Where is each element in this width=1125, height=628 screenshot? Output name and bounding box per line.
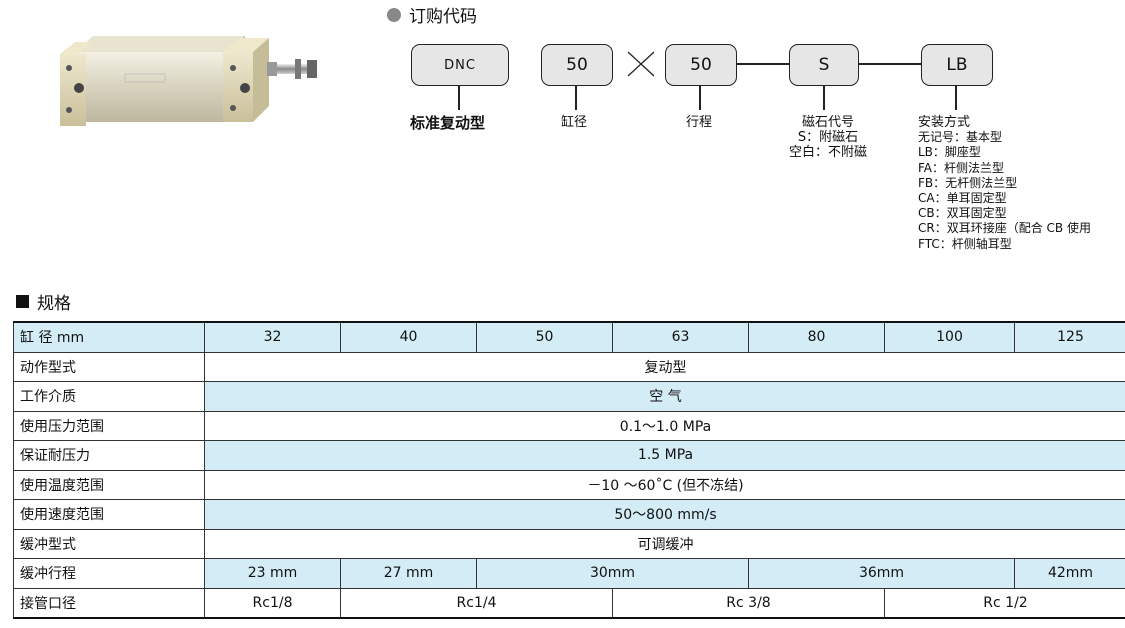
mount-option: CR：双耳环接座（配合 CB 使用 xyxy=(918,221,1091,236)
mount-option: FB：无杆侧法兰型 xyxy=(918,175,1018,190)
square-bullet-icon xyxy=(16,295,29,308)
port-cell: Rc 3/8 xyxy=(612,587,885,619)
cushion-stroke-cell: 36mm xyxy=(748,558,1015,588)
magnet-pointer xyxy=(823,86,825,110)
cushion-stroke-cell: 30mm xyxy=(476,558,749,588)
row-value: 复动型 xyxy=(204,351,1125,382)
row-value: －10 ～60˚C (但不冻结) xyxy=(204,469,1125,500)
table-row-proof: 保证耐压力 1.5 MPa xyxy=(13,440,1125,470)
stroke-label: 行程 xyxy=(686,115,713,130)
mount-option: CB：双耳固定型 xyxy=(918,206,1007,221)
cushion-stroke-cell: 23 mm xyxy=(204,558,341,588)
mount-option: LB：脚座型 xyxy=(918,145,981,160)
table-row-port: 接管口径 Rc1/8 Rc1/4 Rc 3/8 Rc 1/2 xyxy=(13,587,1125,619)
stroke-code-box: 50 xyxy=(665,44,737,86)
bore-cell: 63 xyxy=(612,321,749,352)
row-label: 缓冲行程 xyxy=(13,558,205,588)
mount-code-box: LB xyxy=(921,44,993,86)
cushion-stroke-cell: 42mm xyxy=(1014,558,1125,588)
bore-cell: 100 xyxy=(884,321,1015,352)
table-row-medium: 工作介质 空 气 xyxy=(13,381,1125,411)
mount-option: 无记号：基本型 xyxy=(918,130,1003,145)
spec-table: 缸 径 mm 32 40 50 63 80 100 125 动作型式 复动型 工… xyxy=(13,321,1125,619)
row-label: 缓冲型式 xyxy=(13,528,205,559)
dash-separator-1 xyxy=(736,63,789,65)
row-label: 保证耐压力 xyxy=(13,440,205,470)
table-row-bore: 缸 径 mm 32 40 50 63 80 100 125 xyxy=(13,321,1125,352)
bore-cell: 80 xyxy=(748,321,885,352)
row-label: 使用速度范围 xyxy=(13,499,205,529)
mount-pointer xyxy=(955,86,957,110)
bore-cell: 32 xyxy=(204,321,341,352)
product-image xyxy=(60,36,317,126)
row-value: 可调缓冲 xyxy=(204,528,1125,559)
port-cell: Rc 1/2 xyxy=(884,587,1125,619)
mount-title: 安装方式 xyxy=(918,115,971,130)
series-label: 标准复动型 xyxy=(410,114,486,132)
row-value: 50～800 mm/s xyxy=(204,499,1125,529)
row-label: 动作型式 xyxy=(13,351,205,382)
row-label: 使用压力范围 xyxy=(13,410,205,441)
bore-pointer xyxy=(575,86,577,110)
table-row-action: 动作型式 复动型 xyxy=(13,351,1125,382)
row-value: 1.5 MPa xyxy=(204,440,1125,470)
mount-option: FA：杆侧法兰型 xyxy=(918,160,1005,175)
spec-title: 规格 xyxy=(16,289,71,314)
magnet-label: 磁石代号 S：附磁石 空白：不附磁 xyxy=(788,115,867,160)
row-label: 工作介质 xyxy=(13,381,205,411)
series-code-box: DNC xyxy=(411,44,509,86)
table-row-cushion-stroke: 缓冲行程 23 mm 27 mm 30mm 36mm 42mm xyxy=(13,558,1125,588)
row-label: 接管口径 xyxy=(13,587,205,619)
row-value: 0.1～1.0 MPa xyxy=(204,410,1125,441)
row-label: 使用温度范围 xyxy=(13,469,205,500)
bore-cell: 50 xyxy=(476,321,613,352)
table-row-pressure: 使用压力范围 0.1～1.0 MPa xyxy=(13,410,1125,441)
bullet-circle-icon xyxy=(387,7,401,22)
bore-label: 缸径 xyxy=(561,115,588,130)
port-cell: Rc1/4 xyxy=(340,587,613,619)
mount-options-list: 安装方式 无记号：基本型 LB：脚座型 FA：杆侧法兰型 FB：无杆侧法兰型 C… xyxy=(918,115,1091,252)
order-code-title: 订购代码 xyxy=(387,2,477,27)
table-row-speed: 使用速度范围 50～800 mm/s xyxy=(13,499,1125,529)
row-label: 缸 径 mm xyxy=(13,321,205,352)
bore-code-box: 50 xyxy=(541,44,613,86)
mount-option: FTC：杆侧轴耳型 xyxy=(918,236,1012,251)
port-cell: Rc1/8 xyxy=(204,587,341,619)
cushion-stroke-cell: 27 mm xyxy=(340,558,477,588)
dash-separator-2 xyxy=(858,63,921,65)
multiply-icon xyxy=(627,51,655,77)
row-value: 空 气 xyxy=(204,381,1125,411)
bore-cell: 125 xyxy=(1014,321,1125,352)
mount-option: CA：单耳固定型 xyxy=(918,191,1007,206)
series-pointer xyxy=(458,86,460,110)
table-row-temp: 使用温度范围 －10 ～60˚C (但不冻结) xyxy=(13,469,1125,500)
table-row-cushion: 缓冲型式 可调缓冲 xyxy=(13,528,1125,559)
bore-cell: 40 xyxy=(340,321,477,352)
magnet-code-box: S xyxy=(789,44,859,86)
stroke-pointer xyxy=(699,86,701,110)
